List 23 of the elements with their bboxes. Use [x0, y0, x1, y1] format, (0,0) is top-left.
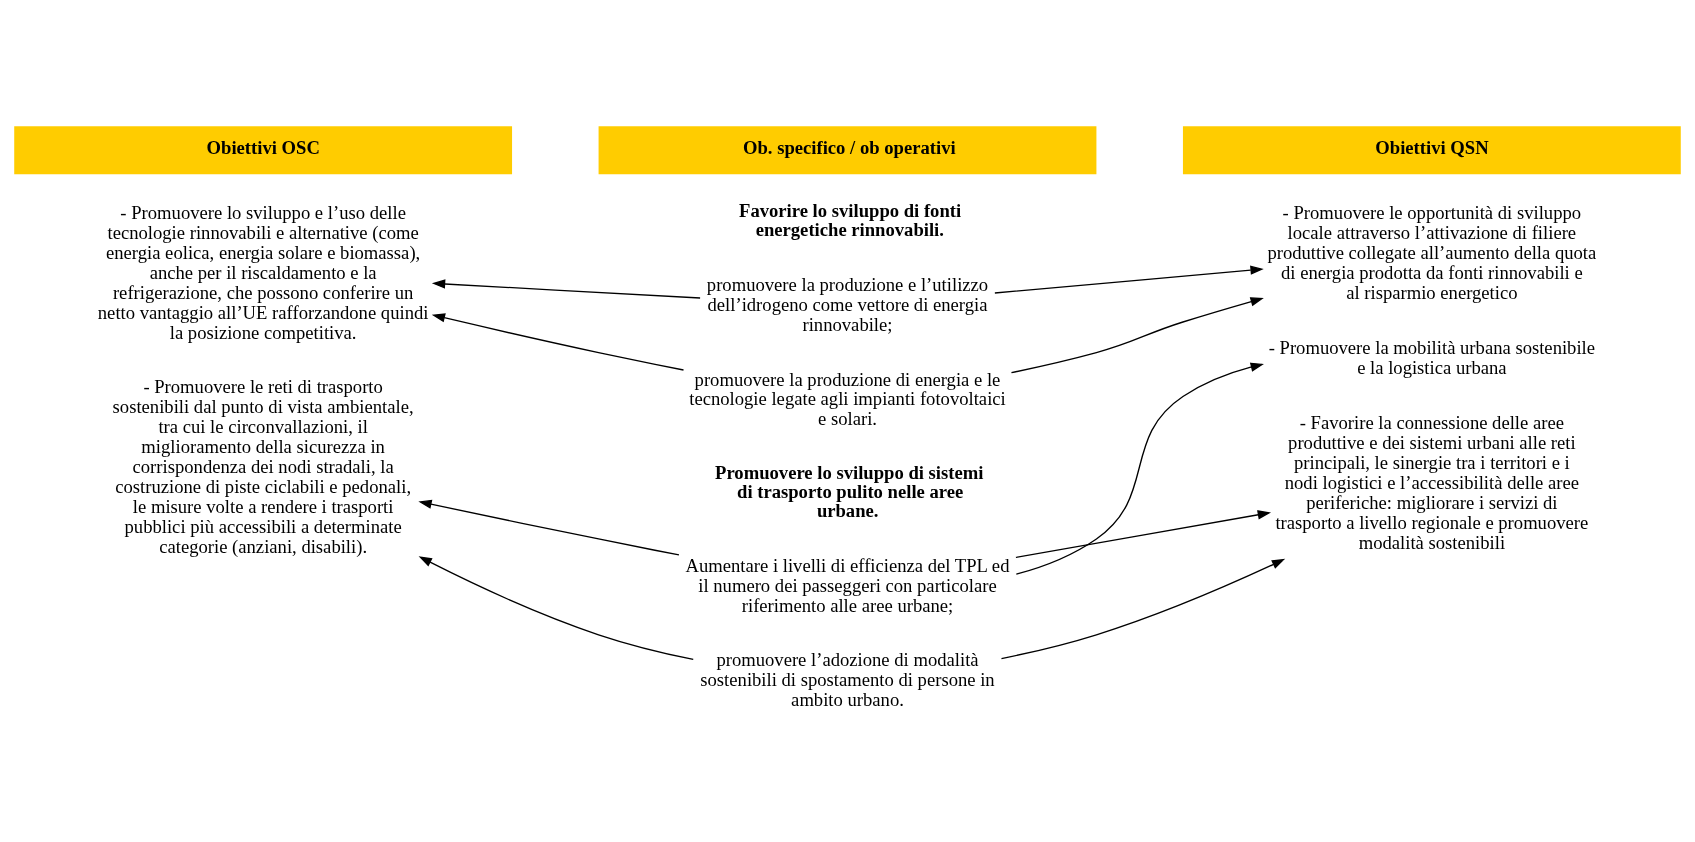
arrow [1010, 296, 1264, 373]
arrow [418, 555, 694, 660]
node-text: - Promuovere le opportunità di sviluppo locale attraverso l’attivazione di filiere produttive collegate all’aumento della quota di energia prodotta da fonti rinnovabili e al risparmio energetico [1267, 201, 1597, 303]
node-text: - Promuovere la mobilità urbana sostenibile e la logistica urbana [1268, 336, 1596, 378]
node-text: promuovere la produzione di energia e le tecnologie legate agli impianti fotovoltaici e solari. [689, 367, 1006, 429]
node-text: - Favorire la connessione delle aree produttive e dei sistemi urbani alle reti principali, le sinergie tra i territori e i nodi logistici e l’accessibilità delle aree periferiche: migliorare i servizi di trasporto a livello regionale e promuovere modalità sostenibili [1275, 411, 1589, 553]
label: Ob. specifico / ob operativi [743, 136, 956, 158]
arrow [1000, 558, 1286, 659]
arrow [1015, 362, 1264, 575]
label: Obiettivi QSN [1375, 136, 1489, 158]
node-text: promuovere l’adozione di modalità sostenibili di spostamento di persone in ambito urbano. [700, 648, 995, 710]
node-text: - Promuovere lo sviluppo e l’uso delle tecnologie rinnovabili e alternative (come energia eolica, energia solare e biomassa), anche per il riscaldamento e la refrigerazione, che possono conferire un netto vantaggio all’UE rafforzandone quindi la posizione competitiva. [97, 201, 429, 343]
node-text: Aumentare i livelli di efficienza del TPL ed il numero dei passeggeri con particolare riferimento alle aree urbane; [685, 554, 1010, 616]
arrow [431, 312, 685, 371]
arrow [1015, 509, 1272, 558]
node-text: promuovere la produzione e l’utilizzo dell’idrogeno come vettore di energia rinnovabile; [706, 273, 989, 335]
arrow [418, 499, 680, 556]
arrow [994, 265, 1264, 294]
label: Obiettivi OSC [206, 136, 320, 158]
node-text: - Promuovere le reti di trasporto sostenibili dal punto di vista ambientale, tra cui le circonvallazioni, il miglioramento della sicurezza in corrispondenza dei nodi stradali, la costruzione di piste ciclabili e pedonali, le misure volte a rendere i trasporti pubblici più accessibili a determinate categorie (anziani, disabili). [112, 375, 414, 557]
label: Favorire lo sviluppo di fonti energetiche rinnovabili. [739, 199, 962, 240]
label: Promuovere lo sviluppo di sistemi di trasporto pulito nelle aree urbane. [715, 461, 984, 521]
arrow [431, 278, 701, 299]
